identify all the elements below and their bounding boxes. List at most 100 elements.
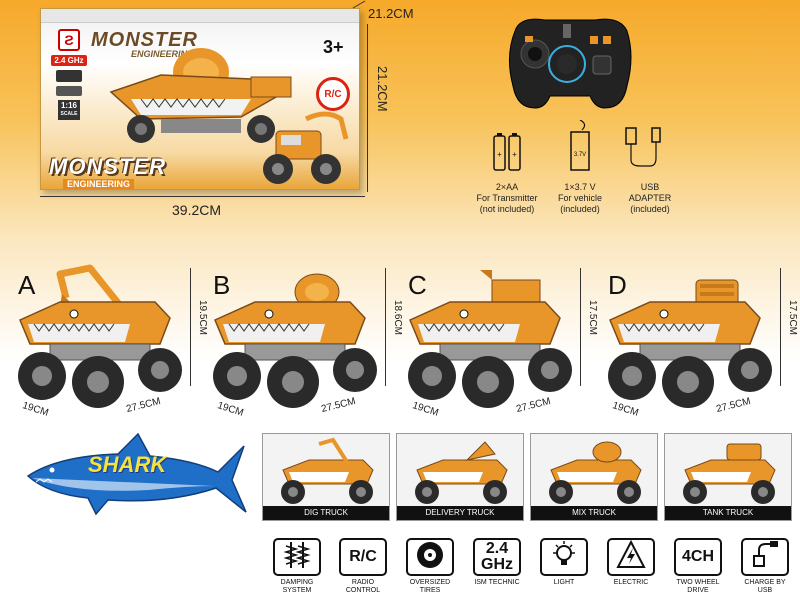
brand-logo-icon: Ƨ bbox=[58, 29, 80, 51]
box-excavator-image bbox=[263, 111, 349, 184]
box-title: MONSTER bbox=[91, 29, 198, 51]
feature-icon-box bbox=[540, 538, 588, 576]
damping-spring-icon bbox=[283, 540, 311, 575]
box-depth-label: 21.2CM bbox=[368, 6, 414, 21]
accessory-line: 1×3.7 V bbox=[564, 182, 596, 192]
battery-mini-icon bbox=[56, 86, 82, 96]
shark-graphic bbox=[26, 432, 247, 516]
feature-icon-box: 4CH bbox=[674, 538, 722, 576]
variant-letter: C bbox=[408, 270, 427, 300]
electric-icon bbox=[616, 539, 646, 575]
usb-cable-icon bbox=[625, 127, 661, 167]
svg-text:+: + bbox=[497, 150, 502, 159]
accessory-usb-label: USB ADAPTER (included) bbox=[610, 182, 690, 215]
frequency-badge: 2.4 GHz bbox=[51, 55, 87, 66]
box-logo-subtitle: ENGINEERING bbox=[63, 179, 135, 189]
feature-label: RADIO bbox=[351, 579, 375, 586]
feature-icon-box bbox=[406, 538, 454, 576]
height-dim-line bbox=[780, 268, 781, 386]
mode-panel: MIX TRUCK bbox=[530, 433, 658, 521]
scale-value: 1:16 bbox=[60, 101, 77, 110]
feature-label: DAMPING bbox=[280, 579, 314, 586]
feature-label: OVERSIZED bbox=[409, 579, 451, 586]
feature-icon-box: 2.4 GHz bbox=[473, 538, 521, 576]
mode-label: DIG TRUCK bbox=[263, 506, 389, 520]
feature-item: ELECTRIC bbox=[600, 538, 662, 587]
mode-truck-image bbox=[397, 434, 523, 508]
accessory-line: (not included) bbox=[479, 204, 535, 214]
height-dim-line bbox=[190, 268, 191, 386]
variant-letter: A bbox=[18, 270, 36, 300]
height-dim-line bbox=[580, 268, 581, 386]
battery-pack-icon: 3.7V bbox=[570, 120, 590, 171]
mode-label: TANK TRUCK bbox=[665, 506, 791, 520]
feature-text: R/C bbox=[349, 548, 377, 565]
accessory-line: (included) bbox=[560, 204, 600, 214]
feature-icon-box bbox=[607, 538, 655, 576]
truck-image bbox=[408, 270, 572, 408]
rc-badge: R/C bbox=[316, 77, 350, 111]
feature-label: ELECTRIC bbox=[613, 579, 649, 586]
mode-truck-image bbox=[263, 434, 389, 508]
variant-letter: D bbox=[608, 270, 627, 300]
mode-panel: DIG TRUCK bbox=[262, 433, 390, 521]
accessory-line: ADAPTER bbox=[628, 193, 672, 203]
scale-badge: 1:16 SCALE bbox=[57, 100, 81, 120]
box-width-line bbox=[40, 196, 365, 197]
accessory-line: For vehicle bbox=[557, 193, 602, 203]
feature-label: TIRES bbox=[419, 587, 441, 594]
box-height-label: 21.2CM bbox=[375, 66, 390, 112]
box-side-panel: Ƨ 2.4 GHz 1:16 SCALE bbox=[47, 29, 91, 155]
feature-item: 2.4 GHz ISM TECHNIC bbox=[466, 538, 528, 587]
age-badge: 3+ bbox=[323, 37, 344, 57]
box-top-flap bbox=[41, 9, 359, 23]
feature-label: LIGHT bbox=[553, 579, 575, 586]
feature-icon-box bbox=[273, 538, 321, 576]
feature-label: USB bbox=[757, 587, 773, 594]
variant-height: 17.5CM bbox=[587, 300, 598, 336]
accessory-line: 2×AA bbox=[495, 182, 519, 192]
light-bulb-icon bbox=[549, 540, 579, 575]
mode-label: DELIVERY TRUCK bbox=[397, 506, 523, 520]
variant-height: 17.5CM bbox=[787, 300, 798, 336]
accessory-pack-label: 1×3.7 V For vehicle (included) bbox=[535, 182, 625, 215]
svg-text:+: + bbox=[512, 150, 517, 159]
feature-item: LIGHT bbox=[533, 538, 595, 587]
mode-truck-image bbox=[531, 434, 657, 508]
mode-panel: TANK TRUCK bbox=[664, 433, 792, 521]
scale-label: SCALE bbox=[60, 111, 78, 117]
feature-label: SYSTEM bbox=[282, 587, 312, 594]
mode-panel: DELIVERY TRUCK bbox=[396, 433, 524, 521]
product-box: Ƨ 2.4 GHz 1:16 SCALE MONSTER ENGINEERING… bbox=[40, 8, 360, 190]
mode-truck-image bbox=[665, 434, 791, 508]
accessory-line: For Transmitter bbox=[476, 193, 538, 203]
remote-controller-image bbox=[509, 18, 632, 109]
accessory-line: USB bbox=[640, 182, 660, 192]
controller-mini-icon bbox=[56, 70, 82, 82]
battery-aa-icon: + + bbox=[493, 133, 521, 171]
box-height-line bbox=[367, 24, 368, 192]
feature-text: 4CH bbox=[681, 548, 714, 565]
feature-label: CONTROL bbox=[345, 587, 381, 594]
variant-letter: B bbox=[213, 270, 231, 300]
box-width-label: 39.2CM bbox=[172, 202, 222, 218]
battery-pack-badge: 3.7V bbox=[574, 152, 586, 158]
mode-label: MIX TRUCK bbox=[531, 506, 657, 520]
accessory-line: (included) bbox=[630, 204, 670, 214]
height-dim-line bbox=[385, 268, 386, 386]
box-logo: MONSTER bbox=[49, 154, 166, 179]
box-subtitle: ENGINEERING bbox=[131, 49, 195, 59]
truck-image bbox=[608, 279, 772, 408]
truck-image bbox=[18, 264, 182, 408]
feature-label: DRIVE bbox=[687, 587, 709, 594]
shark-text: SHARK bbox=[88, 452, 167, 477]
feature-icon-box bbox=[741, 538, 789, 576]
accessory-aa-label: 2×AA For Transmitter (not included) bbox=[462, 182, 552, 215]
box-shark-truck-image bbox=[109, 48, 292, 143]
feature-label: CHARGE BY bbox=[744, 579, 786, 586]
